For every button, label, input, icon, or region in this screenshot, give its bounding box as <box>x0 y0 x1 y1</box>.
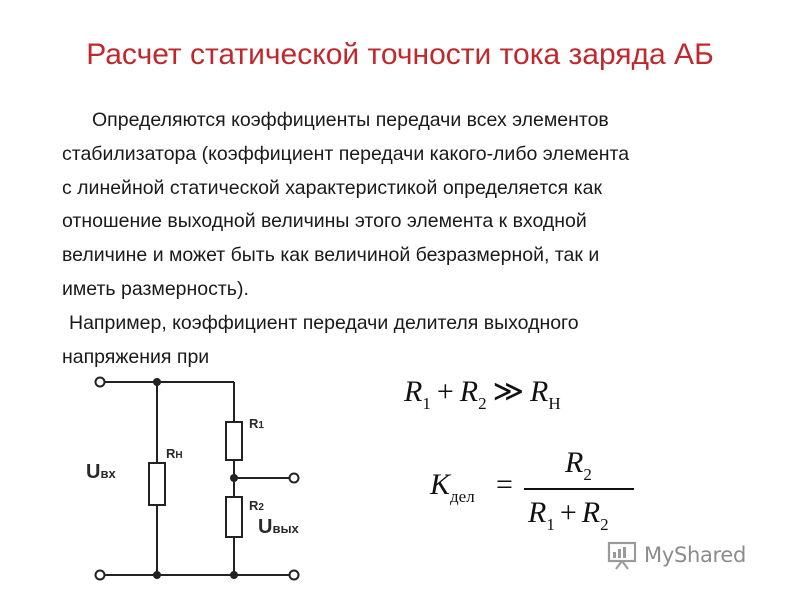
paragraph-line: Определяются коэффициенты передачи всех … <box>92 109 609 131</box>
paragraph-line: с линейной статической характеристикой о… <box>62 176 602 199</box>
formula-symbol-rn: R <box>529 375 549 408</box>
circuit-wires <box>104 381 290 576</box>
plus-sign: + <box>436 375 454 408</box>
fraction-numerator: R2 <box>565 446 592 484</box>
much-greater-sign: ≫ <box>492 375 524 408</box>
paragraph-line: величине и может быть как величиной безр… <box>62 244 600 267</box>
label-u-in: Uвх <box>86 461 116 483</box>
paragraph: Определяются коэффициенты передачи всех … <box>62 104 762 374</box>
paragraph-line: иметь размерность). <box>62 277 249 300</box>
slide-title: Расчет статической точности тока заряда … <box>86 38 714 71</box>
equals-sign: = <box>496 468 513 501</box>
formula-symbol-r2: R <box>459 375 479 408</box>
resistor-r1 <box>225 421 243 461</box>
paragraph-line: стабилизатора (коэффициент передачи како… <box>62 142 630 165</box>
presentation-board-icon <box>607 541 637 570</box>
paragraph-line: напряжения при <box>62 345 210 368</box>
formula-subscript: 1 <box>422 394 431 413</box>
condition-formula: R1+R2≫RН <box>404 374 561 413</box>
label-r-load: RН <box>166 446 183 461</box>
label-u-out: Uвых <box>258 516 300 538</box>
resistor-rn <box>148 462 166 506</box>
resistor-r2 <box>225 496 243 538</box>
watermark: MyShared <box>606 538 746 572</box>
paragraph-line: Например, коэффициент передачи делителя … <box>69 311 579 334</box>
label-r2: R2 <box>249 498 264 513</box>
divider-gain-formula: Kдел = R2 R1+R2 <box>430 446 640 548</box>
formula-subscript: Н <box>548 394 561 413</box>
formula-lhs: Kдел <box>430 468 475 506</box>
watermark-text: MyShared <box>644 543 747 567</box>
junction-dots <box>153 378 238 579</box>
formula-subscript: 2 <box>478 394 487 413</box>
fraction-bar <box>524 488 634 490</box>
label-r1: R1 <box>249 416 264 431</box>
fraction-denominator: R1+R2 <box>528 496 609 534</box>
formula-symbol-r1: R <box>404 375 423 408</box>
terminals <box>94 376 300 581</box>
paragraph-line: отношение выходной величины этого элемен… <box>62 210 587 233</box>
